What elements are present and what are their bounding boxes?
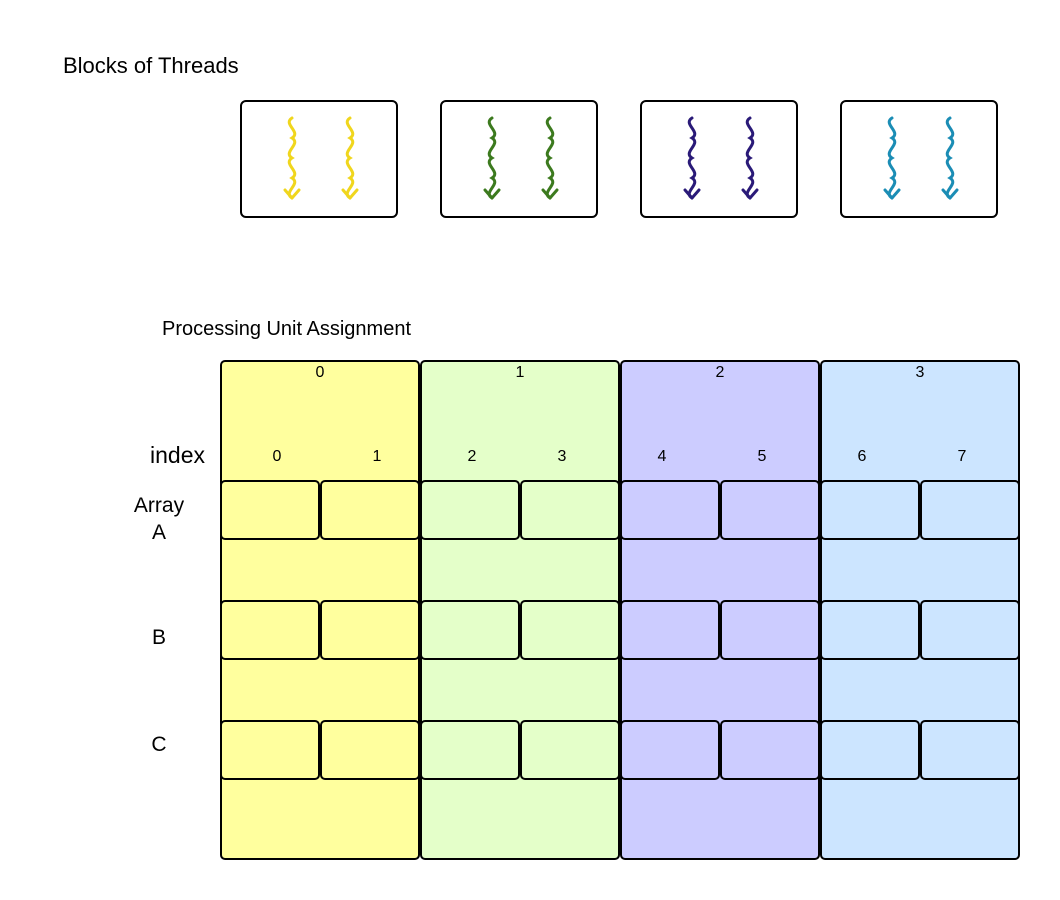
- arrowhead-icon: [341, 188, 359, 200]
- array-a-cell-2: [420, 480, 520, 540]
- thread-wave: [545, 116, 555, 200]
- thread-wave: [945, 116, 955, 200]
- row-label-line: A: [151, 521, 166, 544]
- arrowhead-icon: [741, 188, 759, 200]
- index-value: 7: [957, 448, 967, 465]
- array-a-cell-7: [920, 480, 1020, 540]
- array-a-cell-1: [320, 480, 420, 540]
- array-c-cell-4: [620, 720, 720, 780]
- array-b-cell-5: [720, 600, 820, 660]
- thread-block-2: [640, 100, 798, 218]
- thread-arrows-icon: [883, 116, 959, 200]
- arrowhead-icon: [483, 188, 501, 200]
- array-c-cell-0: [220, 720, 320, 780]
- row-label-line: B: [151, 626, 166, 649]
- index-value: 3: [557, 448, 567, 465]
- index-value: 2: [467, 448, 477, 465]
- unit-label: 2: [715, 364, 725, 381]
- thread-wave: [287, 116, 297, 200]
- array-b-cell-3: [520, 600, 620, 660]
- arrowhead-icon: [541, 188, 559, 200]
- thread-wave: [887, 116, 897, 200]
- thread-arrows-icon: [283, 116, 359, 200]
- row-label-c: C: [129, 731, 189, 758]
- array-a-cell-4: [620, 480, 720, 540]
- array-b-cell-4: [620, 600, 720, 660]
- array-c-cell-5: [720, 720, 820, 780]
- row-label-b: B: [129, 624, 189, 651]
- array-b-cell-6: [820, 600, 920, 660]
- index-value: 4: [657, 448, 667, 465]
- row-label-line: Array: [133, 494, 185, 517]
- array-a-cell-3: [520, 480, 620, 540]
- arrowhead-icon: [883, 188, 901, 200]
- unit-label: 0: [315, 364, 325, 381]
- row-label-line: C: [151, 733, 167, 756]
- array-b-cell-2: [420, 600, 520, 660]
- row-label-array-a: Array A: [129, 492, 189, 546]
- index-value: 6: [857, 448, 867, 465]
- array-c-cell-2: [420, 720, 520, 780]
- unit-label: 3: [915, 364, 925, 381]
- array-c-cell-6: [820, 720, 920, 780]
- thread-wave: [745, 116, 755, 200]
- blocks-of-threads-title: Blocks of Threads: [63, 53, 239, 78]
- array-b-cell-7: [920, 600, 1020, 660]
- array-b-cell-1: [320, 600, 420, 660]
- array-c-cell-3: [520, 720, 620, 780]
- index-value: 1: [372, 448, 382, 465]
- index-label: index: [150, 442, 205, 468]
- array-a-cell-5: [720, 480, 820, 540]
- array-a-cell-0: [220, 480, 320, 540]
- index-value: 0: [272, 448, 282, 465]
- array-a-cell-6: [820, 480, 920, 540]
- array-b-cell-0: [220, 600, 320, 660]
- thread-block-3: [840, 100, 998, 218]
- processing-unit-assignment-title: Processing Unit Assignment: [162, 318, 412, 340]
- thread-arrows-icon: [683, 116, 759, 200]
- thread-block-1: [440, 100, 598, 218]
- unit-label: 1: [515, 364, 525, 381]
- array-c-cell-7: [920, 720, 1020, 780]
- index-value: 5: [757, 448, 767, 465]
- thread-wave: [687, 116, 697, 200]
- thread-wave: [345, 116, 355, 200]
- arrowhead-icon: [941, 188, 959, 200]
- arrowhead-icon: [683, 188, 701, 200]
- array-c-cell-1: [320, 720, 420, 780]
- arrowhead-icon: [283, 188, 301, 200]
- thread-wave: [487, 116, 497, 200]
- thread-block-0: [240, 100, 398, 218]
- thread-arrows-icon: [483, 116, 559, 200]
